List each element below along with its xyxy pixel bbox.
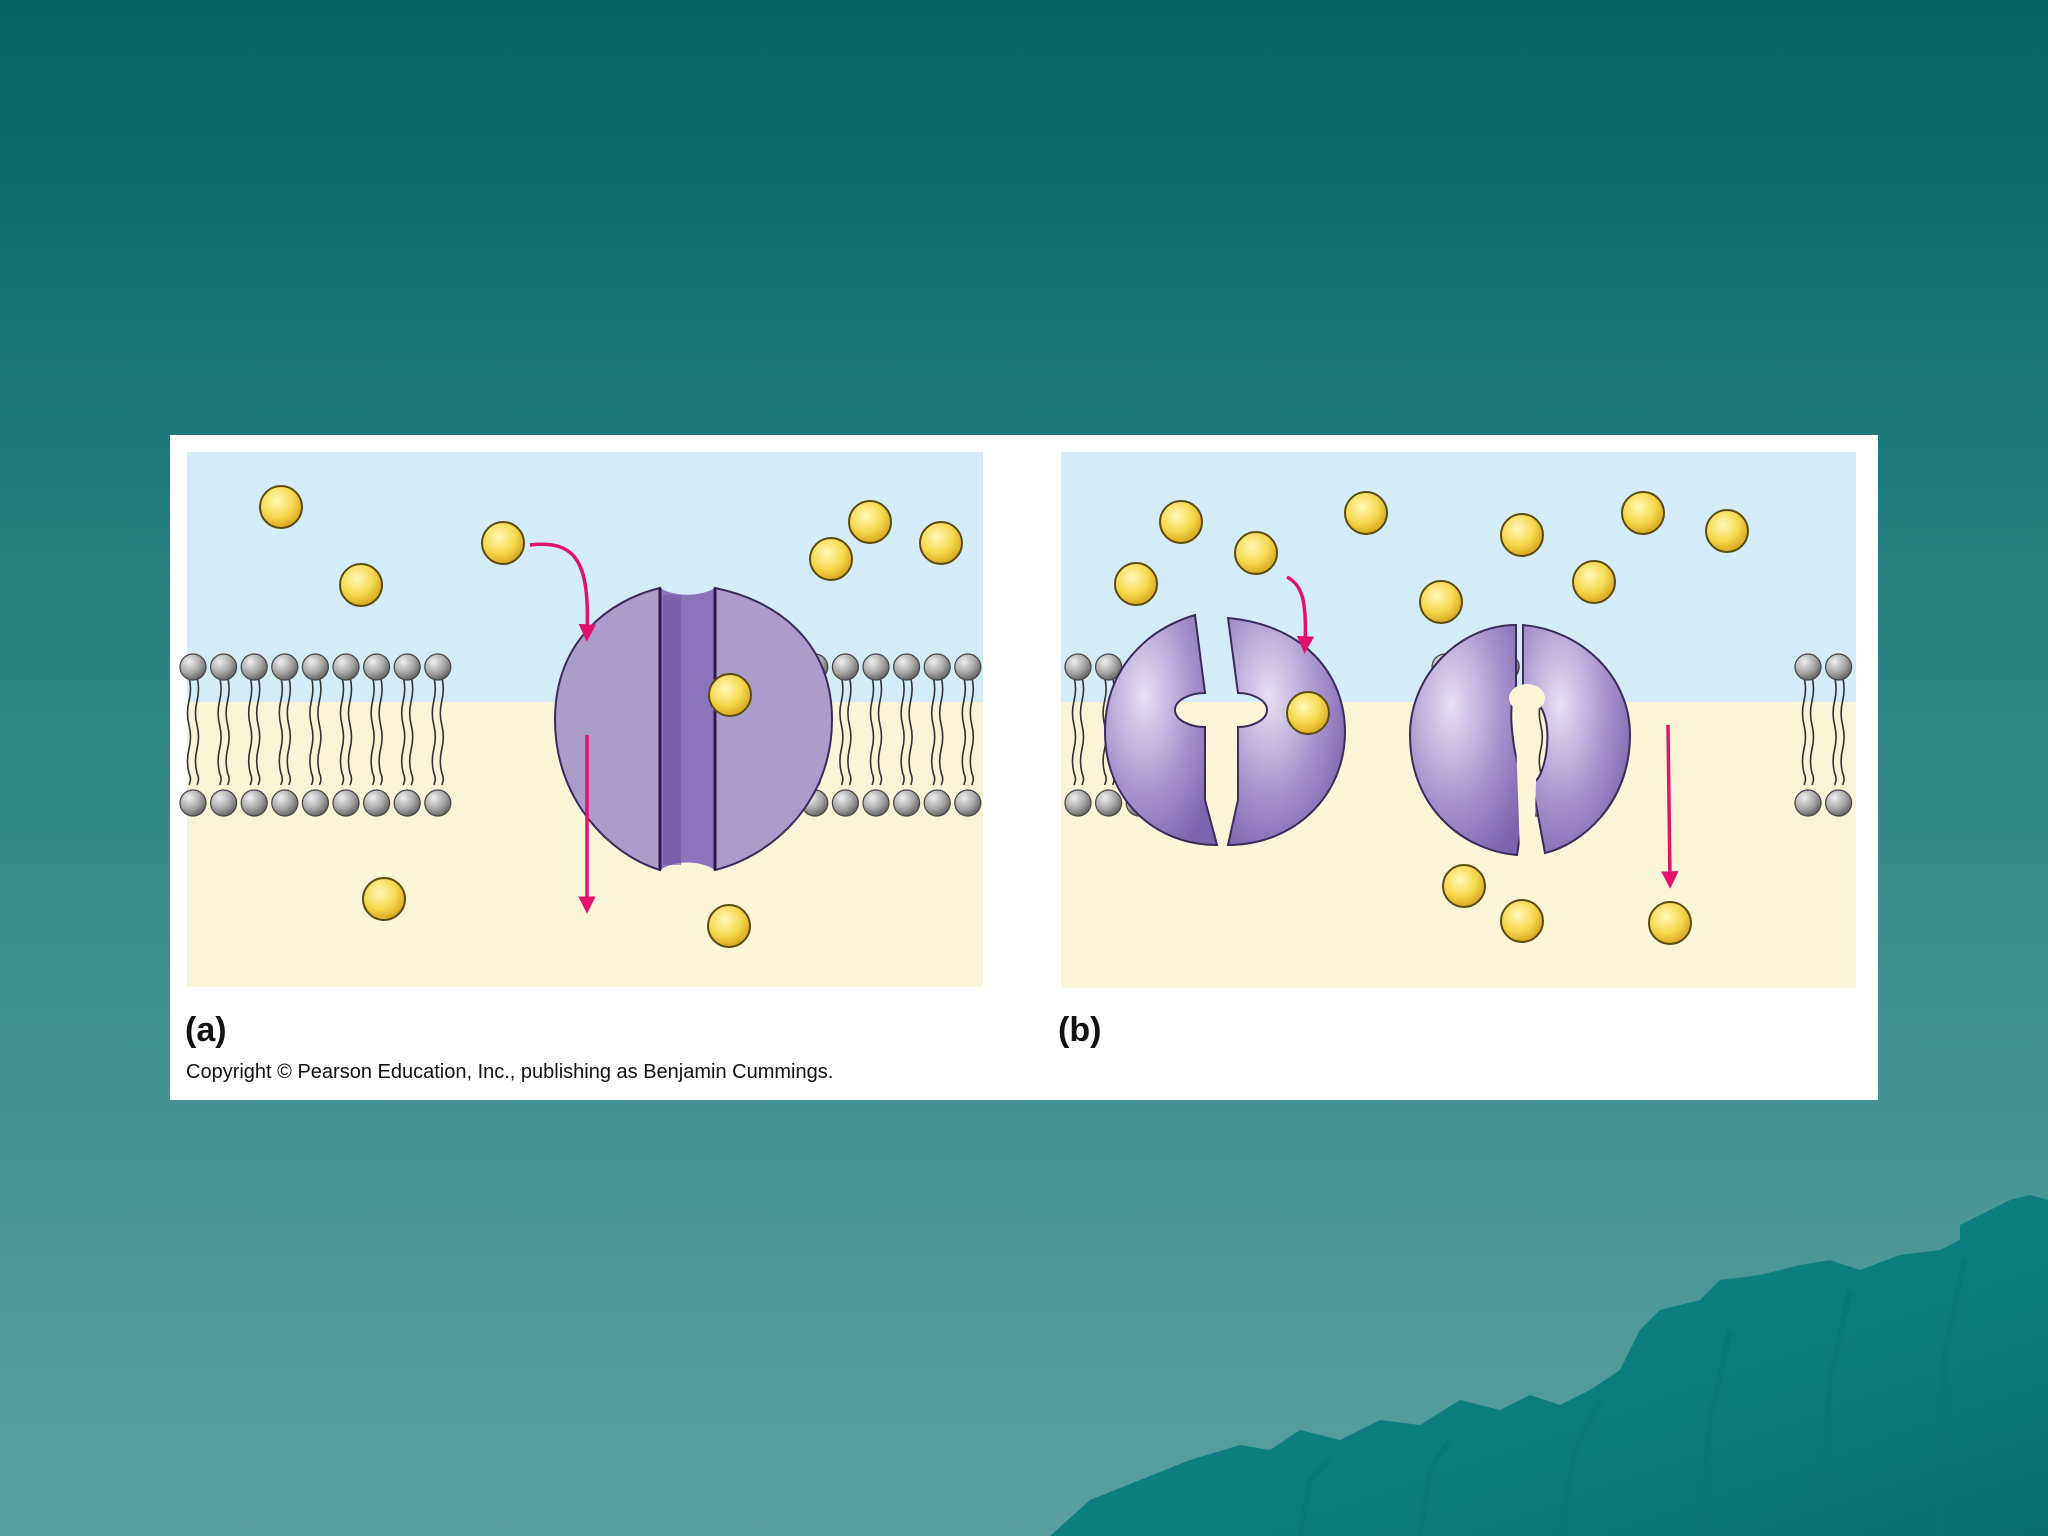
solute-molecule-icon xyxy=(1649,902,1691,944)
phospholipid-head-icon xyxy=(425,654,451,680)
phospholipid-head-icon xyxy=(394,790,420,816)
transport-arrow-icon xyxy=(1668,725,1670,880)
phospholipid-head-icon xyxy=(394,654,420,680)
phospholipid-head-icon xyxy=(832,790,858,816)
phospholipid-head-icon xyxy=(955,654,981,680)
solute-molecule-icon xyxy=(1706,510,1748,552)
solute-molecule-icon xyxy=(340,564,382,606)
phospholipid-head-icon xyxy=(241,654,267,680)
solute-molecule-icon xyxy=(1345,492,1387,534)
phospholipid-head-icon xyxy=(211,654,237,680)
solute-molecule-icon xyxy=(260,486,302,528)
solute-molecule-icon xyxy=(1420,581,1462,623)
phospholipid-head-icon xyxy=(1795,654,1821,680)
solute-molecule-icon xyxy=(1443,865,1485,907)
phospholipid-head-icon xyxy=(180,654,206,680)
figure-panel: (a) (b) Copyright © Pearson Education, I… xyxy=(170,435,1878,1100)
phospholipid-head-icon xyxy=(955,790,981,816)
phospholipid-head-icon xyxy=(302,790,328,816)
solute-molecule-icon xyxy=(1160,501,1202,543)
phospholipid-head-icon xyxy=(1795,790,1821,816)
panel-b-label: (b) xyxy=(1058,1011,1101,1050)
solute-molecule-icon xyxy=(1235,532,1277,574)
copyright-notice: Copyright © Pearson Education, Inc., pub… xyxy=(186,1061,833,1084)
phospholipid-head-icon xyxy=(211,790,237,816)
solute-molecule-icon xyxy=(1287,692,1329,734)
phospholipid-head-icon xyxy=(333,654,359,680)
phospholipid-head-icon xyxy=(1826,654,1852,680)
mountain-silhouette xyxy=(1050,1195,2048,1536)
solute-molecule-icon xyxy=(709,674,751,716)
phospholipid-head-icon xyxy=(180,790,206,816)
solute-molecule-icon xyxy=(810,538,852,580)
solute-molecule-icon xyxy=(1573,561,1615,603)
panel-a-label: (a) xyxy=(185,1011,227,1050)
phospholipid-head-icon xyxy=(894,790,920,816)
phospholipid-head-icon xyxy=(425,790,451,816)
phospholipid-head-icon xyxy=(924,790,950,816)
phospholipid-head-icon xyxy=(364,654,390,680)
phospholipid-head-icon xyxy=(272,790,298,816)
phospholipid-head-icon xyxy=(364,790,390,816)
phospholipid-head-icon xyxy=(302,654,328,680)
solute-molecule-icon xyxy=(1622,492,1664,534)
phospholipid-head-icon xyxy=(1065,790,1091,816)
phospholipid-head-icon xyxy=(863,654,889,680)
solute-molecule-icon xyxy=(482,522,524,564)
phospholipid-head-icon xyxy=(333,790,359,816)
phospholipid-head-icon xyxy=(832,654,858,680)
solute-molecule-icon xyxy=(708,905,750,947)
solute-molecule-icon xyxy=(1501,514,1543,556)
solute-molecule-icon xyxy=(1115,563,1157,605)
phospholipid-head-icon xyxy=(1065,654,1091,680)
phospholipid-head-icon xyxy=(272,654,298,680)
solute-molecule-icon xyxy=(1501,900,1543,942)
phospholipid-head-icon xyxy=(1096,790,1122,816)
phospholipid-head-icon xyxy=(863,790,889,816)
phospholipid-head-icon xyxy=(241,790,267,816)
solute-molecule-icon xyxy=(363,878,405,920)
phospholipid-head-icon xyxy=(894,654,920,680)
solute-molecule-icon xyxy=(920,522,962,564)
phospholipid-head-icon xyxy=(1826,790,1852,816)
phospholipid-head-icon xyxy=(924,654,950,680)
solute-molecule-icon xyxy=(849,501,891,543)
membrane-transport-diagram xyxy=(170,435,1878,1100)
